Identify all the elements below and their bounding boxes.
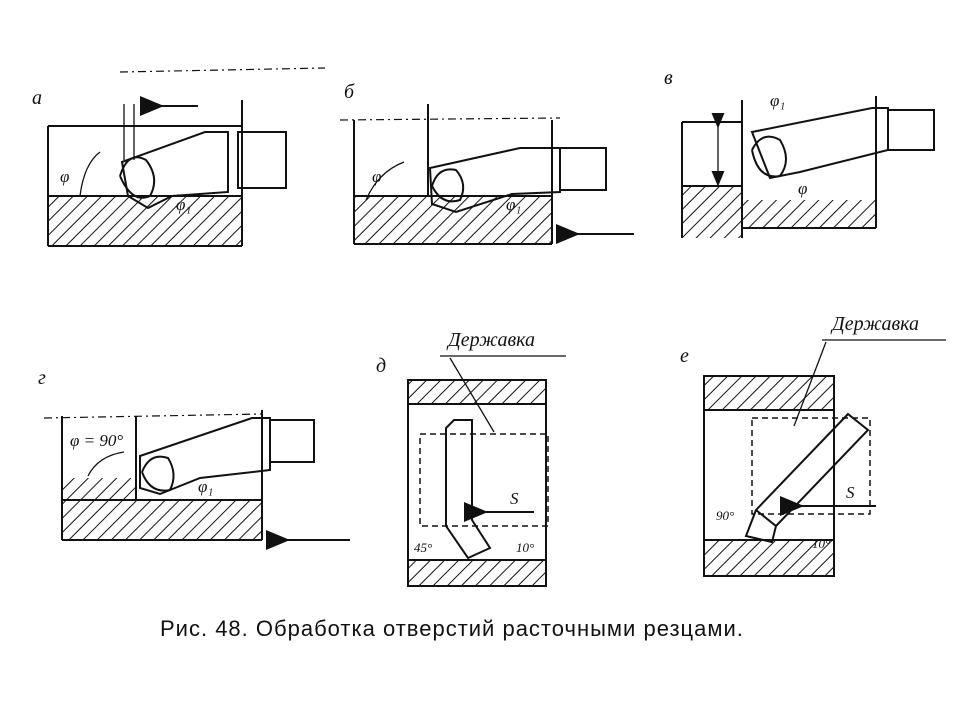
panel-a-angle-aux: φ₁ xyxy=(176,195,191,214)
panel-d-cutter xyxy=(445,419,492,560)
panel-e-angle-a: 90° xyxy=(716,508,734,523)
panel-b-letter: б xyxy=(344,81,355,103)
panel-a-angle-main: φ xyxy=(60,167,69,186)
panel-v-hatched-workpiece xyxy=(682,186,742,238)
panel-d-hatched-bottom xyxy=(408,560,546,586)
panel-v-letter: в xyxy=(664,67,673,89)
panel-b-cutter xyxy=(428,147,561,214)
panel-d-holder-label: Державка xyxy=(446,329,535,351)
panel-d-feed-label: S xyxy=(510,489,519,508)
figure-caption: Рис. 48. Обработка отверстий расточными … xyxy=(160,616,744,641)
panel-d-letter: д xyxy=(376,355,386,377)
panel-b-angle-main: φ xyxy=(372,167,381,186)
panel-d-angle-b: 10° xyxy=(516,540,534,555)
panel-v-angle-main: φ xyxy=(798,179,807,198)
panel-d-angle-a: 45° xyxy=(414,540,432,555)
panel-g-angle-aux: φ₁ xyxy=(198,477,213,496)
panel-g: г φ = 90° φ₁ xyxy=(38,367,350,550)
panel-b: б φ φ₁ xyxy=(339,81,634,245)
panel-d: д Державка S 45° 10° xyxy=(376,329,566,587)
panel-b-angle-aux: φ₁ xyxy=(506,195,521,214)
panel-a-hatched-workpiece xyxy=(48,196,242,246)
panel-e-angle-b: 10° xyxy=(812,536,830,551)
panel-v: в φ₁ φ xyxy=(664,67,935,238)
panel-e-feed-label: S xyxy=(846,483,855,502)
panel-a-letter: а xyxy=(32,87,42,109)
panel-e-hatched-bottom xyxy=(704,540,834,576)
panel-d-hatched-top xyxy=(408,380,546,404)
panel-e: е Державка S 90° 10° xyxy=(680,313,946,577)
panel-e-cutter xyxy=(754,412,870,528)
panel-v-cutter xyxy=(750,107,889,180)
panel-e-holder-label: Державка xyxy=(830,313,919,335)
panel-g-letter: г xyxy=(38,367,46,389)
panel-e-holder xyxy=(751,417,871,515)
panel-a-cutter xyxy=(120,131,229,210)
panel-d-holder xyxy=(419,433,549,527)
panel-b-hatched-workpiece xyxy=(354,196,552,244)
panel-a-axis-top xyxy=(119,67,326,73)
panel-e-letter: е xyxy=(680,345,689,367)
panel-e-hatched-top xyxy=(704,376,834,410)
panel-g-cutter xyxy=(139,417,271,496)
panel-a: а φ φ₁ xyxy=(32,67,326,247)
panel-g-hatched-workpiece xyxy=(62,478,136,500)
panel-g-angle-main: φ = 90° xyxy=(70,431,123,450)
panel-v-angle-aux: φ₁ xyxy=(770,91,785,110)
